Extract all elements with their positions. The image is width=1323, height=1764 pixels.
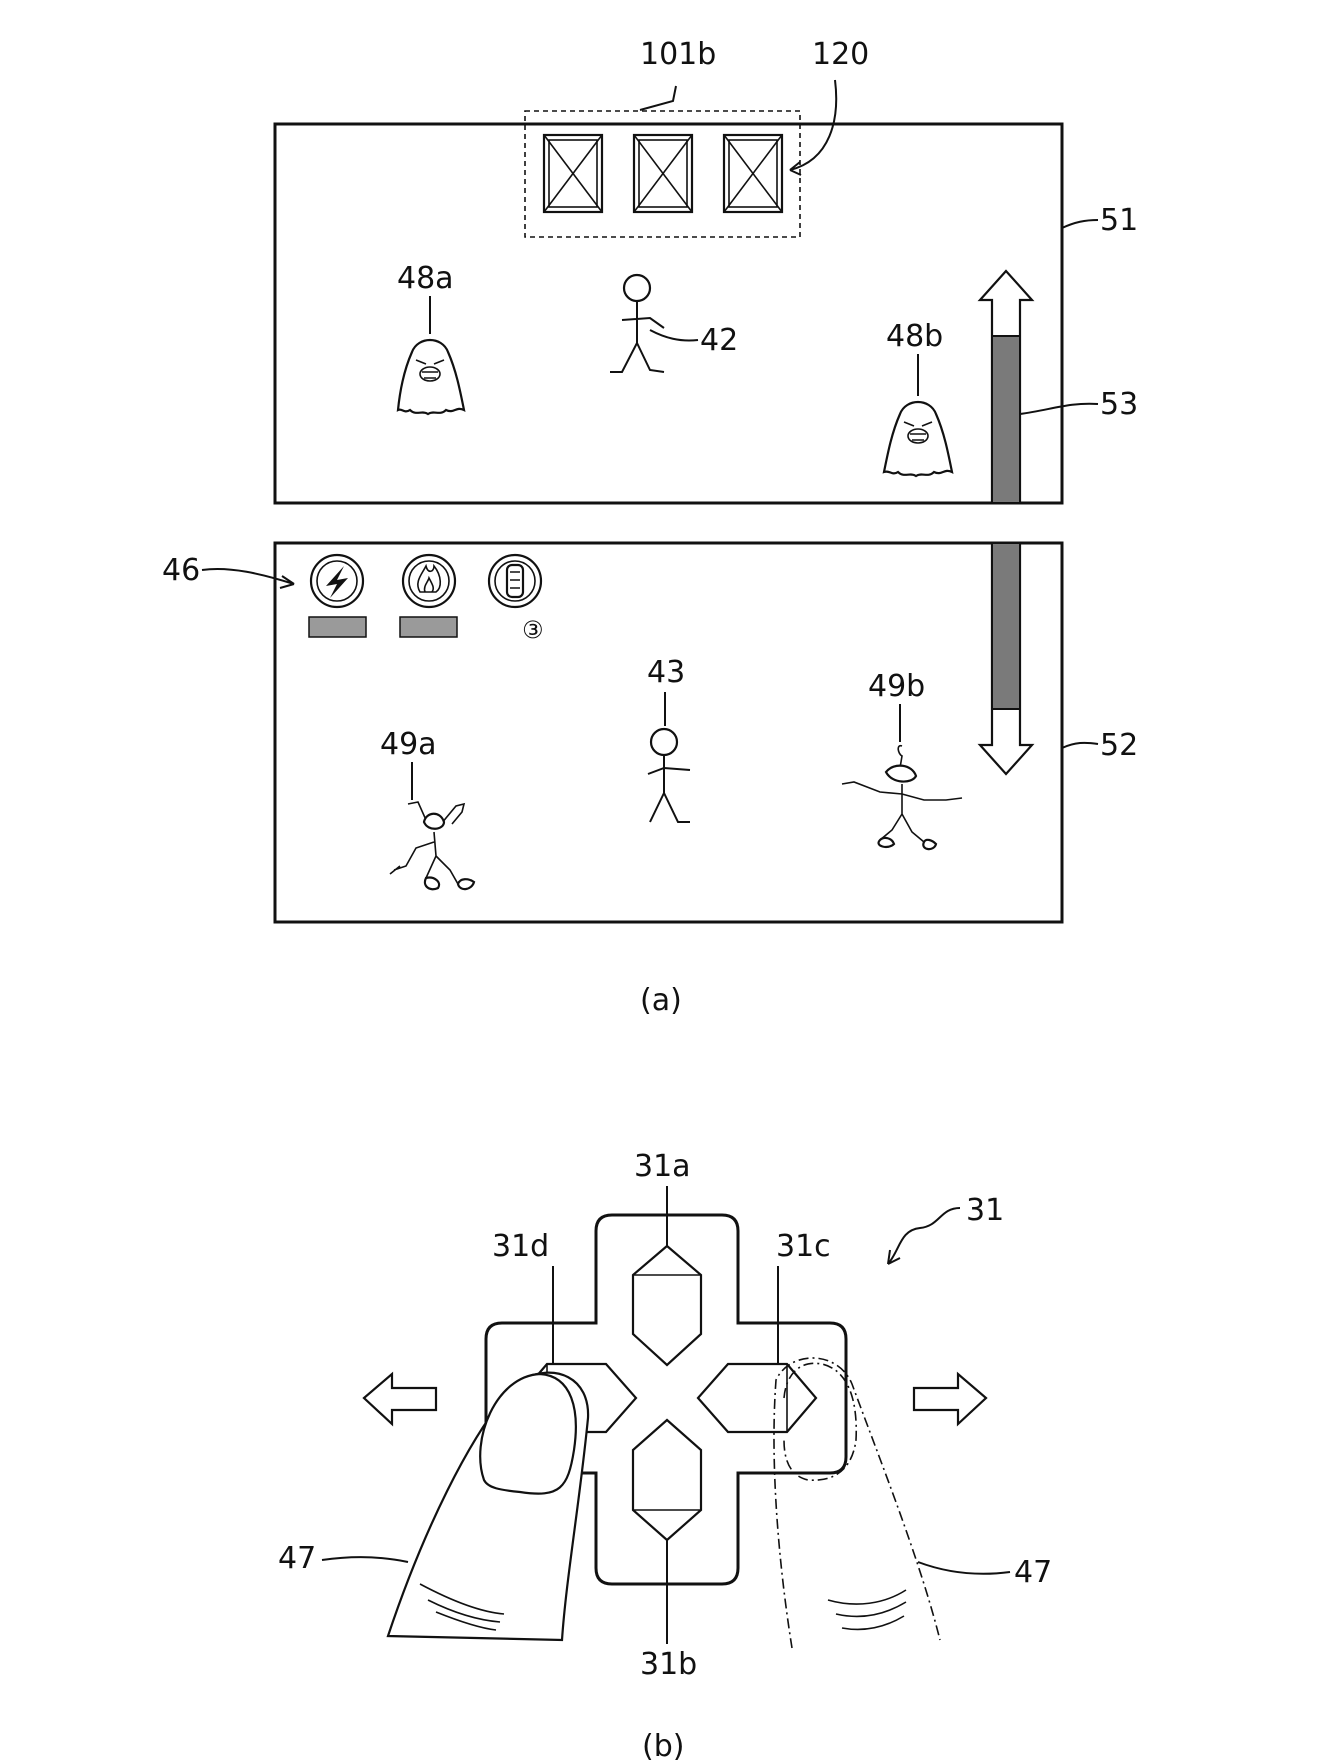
dpad-31 <box>484 1213 848 1586</box>
enemy-elf-49b <box>841 744 963 851</box>
label-49a: 49a <box>380 727 437 762</box>
label-120: 120 <box>812 37 869 72</box>
label-31c: 31c <box>776 1229 831 1264</box>
right-finger-47 <box>773 1357 941 1649</box>
label-31a: 31a <box>634 1149 691 1184</box>
label-48a: 48a <box>397 261 454 296</box>
leader-42 <box>649 329 699 342</box>
up-button-31a[interactable] <box>631 1244 703 1367</box>
fire-item-icon <box>399 553 458 638</box>
player-character-43 <box>647 727 691 823</box>
reel-slot <box>722 133 784 214</box>
right-button-31c[interactable] <box>696 1362 818 1434</box>
label-47-left: 47 <box>278 1541 316 1576</box>
leader-31 <box>887 1207 961 1265</box>
label-52: 52 <box>1100 728 1138 763</box>
caption-b: (b) <box>642 1729 684 1764</box>
reel-slot <box>632 133 694 214</box>
leader-47-left <box>321 1556 409 1563</box>
label-43: 43 <box>647 655 685 690</box>
label-53: 53 <box>1100 387 1138 422</box>
leader-47-right <box>917 1561 1011 1575</box>
label-31: 31 <box>966 1193 1004 1228</box>
label-46: 46 <box>162 553 200 588</box>
leader-53 <box>1019 402 1099 415</box>
capsule-item-icon <box>487 553 543 609</box>
leader-52 <box>1061 741 1099 749</box>
item-icons-46: ③ <box>308 553 544 644</box>
arrowhead-120 <box>789 161 802 176</box>
enemy-ghost-48a <box>396 338 466 416</box>
label-48b: 48b <box>886 319 943 354</box>
label-51: 51 <box>1100 203 1138 238</box>
leader-101b <box>639 85 677 111</box>
gauge-53 <box>977 269 1035 776</box>
enemy-elf-49a <box>389 801 476 891</box>
label-47-right: 47 <box>1014 1555 1052 1590</box>
label-42: 42 <box>700 323 738 358</box>
leader-46 <box>201 567 295 585</box>
label-101b: 101b <box>640 37 716 72</box>
figure-a: 101b 120 51 53 52 48a <box>162 37 1138 1018</box>
lightning-item-icon <box>308 553 367 638</box>
arrowhead-31 <box>887 1249 901 1265</box>
left-finger-47 <box>386 1371 590 1642</box>
label-31d: 31d <box>492 1229 549 1264</box>
label-49b: 49b <box>868 669 925 704</box>
arrowhead-46 <box>279 575 295 589</box>
label-31b: 31b <box>640 1647 697 1682</box>
figure-b: 47 47 31 31a 31d 31c 31b (b) <box>278 1149 1052 1764</box>
item-count-badge: ③ <box>522 616 544 644</box>
leader-51 <box>1061 219 1099 229</box>
reel-slot <box>542 133 604 214</box>
left-arrow-icon <box>362 1371 438 1427</box>
enemy-ghost-48b <box>882 400 954 478</box>
leader-120 <box>789 79 838 171</box>
player-character-42 <box>610 273 665 373</box>
right-arrow-icon <box>912 1371 988 1427</box>
caption-a: (a) <box>640 983 682 1018</box>
reel-slots <box>542 133 784 214</box>
item-count-3: ③ <box>522 616 544 644</box>
